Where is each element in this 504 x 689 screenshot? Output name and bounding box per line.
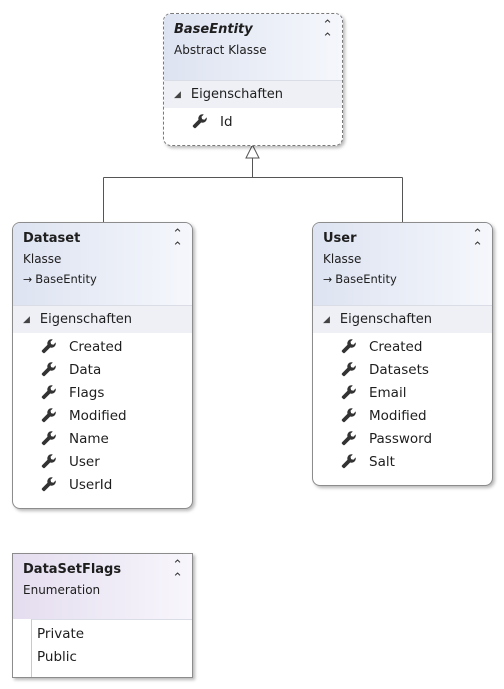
wrench-icon	[341, 362, 356, 377]
triangle-expanded-icon: ◢	[323, 315, 330, 325]
property-row[interactable]: Flags	[13, 382, 192, 405]
wrench-icon	[341, 339, 356, 354]
arrow-right-icon: →	[23, 273, 33, 286]
wrench-icon	[41, 385, 56, 400]
class-base-type: →BaseEntity	[23, 269, 182, 290]
section-eigenschaften[interactable]: ◢ Eigenschaften	[13, 305, 192, 333]
section-eigenschaften[interactable]: ◢ Eigenschaften	[313, 305, 492, 333]
class-box-user[interactable]: User Klasse →BaseEntity ⌃⌃ ◢ Eigenschafte…	[312, 222, 493, 486]
class-stereotype: Abstract Klasse	[174, 43, 267, 57]
class-stereotype: Klasse	[323, 252, 362, 266]
wrench-icon	[41, 408, 56, 423]
triangle-expanded-icon: ◢	[174, 90, 181, 100]
property-name: Name	[69, 431, 109, 447]
class-box-dataset[interactable]: Dataset Klasse →BaseEntity ⌃⌃ ◢ Eigenscha…	[12, 222, 193, 509]
class-base-type: →BaseEntity	[323, 269, 482, 290]
enum-box-dataset-flags[interactable]: DataSetFlags Enumeration ⌃⌃ Private Publ…	[12, 553, 193, 678]
double-chevron-up-icon[interactable]: ⌃⌃	[322, 18, 333, 46]
enum-header: DataSetFlags Enumeration ⌃⌃	[13, 554, 192, 619]
property-name: Salt	[369, 454, 395, 470]
class-header: Dataset Klasse →BaseEntity ⌃⌃	[13, 223, 192, 305]
wrench-icon	[192, 114, 207, 129]
property-name: Modified	[369, 408, 427, 424]
property-name: Flags	[69, 385, 105, 401]
property-name: Datasets	[369, 362, 429, 378]
wrench-icon	[41, 362, 56, 377]
double-chevron-up-icon[interactable]: ⌃⌃	[172, 227, 183, 255]
property-row[interactable]: Created	[313, 336, 492, 359]
class-name: User	[323, 231, 357, 246]
class-header: BaseEntity Abstract Klasse ⌃⌃	[164, 14, 342, 80]
property-name: Data	[69, 362, 102, 378]
property-row[interactable]: User	[13, 451, 192, 474]
wrench-icon	[41, 431, 56, 446]
property-name: UserId	[69, 477, 113, 493]
base-type-name: BaseEntity	[35, 272, 97, 286]
section-label: Eigenschaften	[39, 312, 133, 327]
class-box-base-entity[interactable]: BaseEntity Abstract Klasse ⌃⌃ ◢ Eigenscha…	[163, 13, 343, 146]
property-name: Password	[369, 431, 433, 447]
arrow-right-icon: →	[323, 273, 333, 286]
wrench-icon	[41, 339, 56, 354]
wrench-icon	[341, 454, 356, 469]
property-row[interactable]: Name	[13, 428, 192, 451]
class-stereotype: Klasse	[23, 252, 62, 266]
property-name: Id	[220, 114, 233, 130]
property-row[interactable]: Password	[313, 428, 492, 451]
section-eigenschaften[interactable]: ◢ Eigenschaften	[164, 80, 342, 108]
class-name: BaseEntity	[174, 22, 253, 37]
property-row[interactable]: Datasets	[313, 359, 492, 382]
property-row[interactable]: Modified	[313, 405, 492, 428]
property-row[interactable]: UserId	[13, 474, 192, 497]
property-row[interactable]: Data	[13, 359, 192, 382]
inheritance-arrowhead-icon	[245, 143, 260, 159]
property-list: Id	[164, 108, 342, 134]
enum-name: DataSetFlags	[23, 562, 122, 577]
enum-stereotype: Enumeration	[23, 583, 101, 597]
enum-value[interactable]: Public	[37, 649, 77, 665]
property-list: Created Datasets Email Modified Password…	[313, 333, 492, 474]
property-list: Created Data Flags Modified Name User Us…	[13, 333, 192, 497]
section-label: Eigenschaften	[339, 312, 433, 327]
enum-value-list: Private Public	[31, 619, 192, 677]
double-chevron-up-icon[interactable]: ⌃⌃	[472, 227, 483, 255]
property-name: User	[69, 454, 100, 470]
section-label: Eigenschaften	[190, 87, 284, 102]
wrench-icon	[341, 408, 356, 423]
property-name: Modified	[69, 408, 127, 424]
property-row[interactable]: Salt	[313, 451, 492, 474]
property-row[interactable]: Modified	[13, 405, 192, 428]
property-name: Created	[69, 339, 123, 355]
property-row[interactable]: Email	[313, 382, 492, 405]
wrench-icon	[341, 385, 356, 400]
property-name: Email	[369, 385, 407, 401]
wrench-icon	[341, 431, 356, 446]
base-type-name: BaseEntity	[335, 272, 397, 286]
wrench-icon	[41, 454, 56, 469]
double-chevron-up-icon[interactable]: ⌃⌃	[172, 558, 183, 586]
enum-value[interactable]: Private	[37, 626, 85, 642]
property-row[interactable]: Created	[13, 336, 192, 359]
property-name: Created	[369, 339, 423, 355]
property-row[interactable]: Id	[164, 111, 342, 134]
triangle-expanded-icon: ◢	[23, 315, 30, 325]
class-header: User Klasse →BaseEntity ⌃⌃	[313, 223, 492, 305]
wrench-icon	[41, 477, 56, 492]
class-name: Dataset	[23, 231, 81, 246]
